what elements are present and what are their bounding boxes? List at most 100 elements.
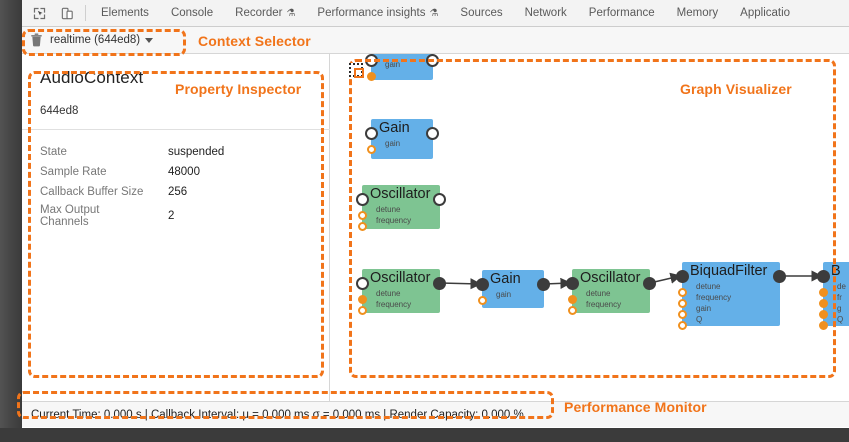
- performance-monitor-text: Current Time: 0.000 s | Callback Interva…: [31, 408, 524, 421]
- node-param-port-detune[interactable]: [358, 211, 367, 220]
- node-param-port-detune[interactable]: [678, 288, 687, 297]
- node-input-port[interactable]: [817, 270, 830, 283]
- device-toolbar-icon[interactable]: [56, 3, 78, 23]
- node-input-port[interactable]: [365, 127, 378, 140]
- node-param-port-g[interactable]: [819, 310, 828, 319]
- node-title: Gain: [371, 54, 433, 59]
- node-output-port[interactable]: [426, 127, 439, 140]
- context-selector-dropdown[interactable]: realtime (644ed8): [50, 34, 154, 46]
- tab-label: Sources: [460, 7, 503, 19]
- node-output-port[interactable]: [773, 270, 786, 283]
- node-title: Gain: [490, 271, 521, 287]
- node-input-port[interactable]: [356, 193, 369, 206]
- annotation-label-context-selector: Context Selector: [198, 33, 311, 49]
- node-param-de: de: [837, 282, 846, 291]
- tab-label: Console: [170, 7, 214, 19]
- node-title: Oscillator: [370, 270, 431, 286]
- tab-performance-insights[interactable]: Performance insights⚗: [306, 0, 449, 26]
- annotation-label-property-inspector: Property Inspector: [175, 81, 302, 97]
- context-selector-value: realtime (644ed8): [50, 34, 141, 46]
- node-param-port-frequency[interactable]: [358, 222, 367, 231]
- divider: [22, 129, 330, 130]
- node-output-port[interactable]: [537, 278, 550, 291]
- property-value: 256: [168, 186, 188, 198]
- tab-memory[interactable]: Memory: [666, 0, 730, 26]
- node-param-port-Q[interactable]: [819, 321, 828, 330]
- node-param-Q: Q: [696, 315, 703, 324]
- tab-label: Applicatio: [740, 7, 791, 19]
- node-param-port-gain[interactable]: [478, 296, 487, 305]
- inspect-element-icon[interactable]: [28, 3, 50, 23]
- node-param-Q: Q: [837, 315, 844, 324]
- context-selector-row: realtime (644ed8): [22, 27, 849, 54]
- property-key: Max Output Channels: [40, 204, 100, 228]
- graph-visualizer-canvas[interactable]: GaingainGaingainOscillatordetunefrequenc…: [330, 54, 849, 401]
- tab-performance[interactable]: Performance: [578, 0, 666, 26]
- node-input-port[interactable]: [476, 278, 489, 291]
- node-param-detune: detune: [696, 282, 721, 291]
- node-param-frequency: frequency: [586, 300, 622, 309]
- context-selector[interactable]: realtime (644ed8): [22, 33, 154, 47]
- node-param-port-detune[interactable]: [568, 295, 577, 304]
- tab-elements[interactable]: Elements: [90, 0, 160, 26]
- node-input-port[interactable]: [676, 270, 689, 283]
- node-output-port[interactable]: [426, 54, 439, 67]
- tab-sources[interactable]: Sources: [449, 0, 513, 26]
- node-output-port[interactable]: [643, 277, 656, 290]
- annotation-label-performance-monitor: Performance Monitor: [564, 399, 707, 415]
- node-param-port-frequency[interactable]: [678, 299, 687, 308]
- toolbar-divider: [85, 5, 86, 21]
- node-input-port[interactable]: [566, 277, 579, 290]
- tab-label: Performance insights: [317, 7, 426, 19]
- node-param-port-gain[interactable]: [367, 72, 376, 81]
- node-title: BiquadFilter: [690, 263, 768, 279]
- bottom-strip: [0, 428, 849, 442]
- tab-application[interactable]: Applicatio: [729, 0, 801, 26]
- node-param-g: g: [837, 304, 842, 313]
- node-param-port-de[interactable]: [819, 288, 828, 297]
- node-param-port-gain[interactable]: [367, 145, 376, 154]
- tab-console[interactable]: Console: [160, 0, 224, 26]
- node-title: Gain: [379, 120, 410, 136]
- graph-node-gain-2[interactable]: Gain gain: [365, 119, 439, 159]
- node-input-port[interactable]: [356, 277, 369, 290]
- node-param-gain: gain: [385, 60, 401, 69]
- node-param-port-frequency[interactable]: [568, 306, 577, 315]
- property-key: State: [40, 146, 67, 158]
- node-param-frequency: frequency: [696, 293, 732, 302]
- trash-icon[interactable]: [30, 33, 43, 47]
- property-value: 2: [168, 210, 175, 222]
- node-param-port-gain[interactable]: [678, 310, 687, 319]
- node-param-port-detune[interactable]: [358, 295, 367, 304]
- property-inspector-panel: AudioContext 644ed8 State suspended Samp…: [22, 54, 330, 401]
- node-param-port-Q[interactable]: [678, 321, 687, 330]
- node-param-fr: fr: [837, 293, 842, 302]
- node-output-port[interactable]: [433, 193, 446, 206]
- node-output-port[interactable]: [433, 277, 446, 290]
- tab-label: Performance: [588, 7, 655, 19]
- table-row: Max Output Channels 2: [40, 202, 224, 230]
- toolbar-icons: [22, 0, 83, 26]
- node-param-port-frequency[interactable]: [358, 306, 367, 315]
- annotation-resize-handle[interactable]: [349, 63, 364, 78]
- tab-recorder[interactable]: Recorder⚗: [224, 0, 306, 26]
- node-param-port-fr[interactable]: [819, 299, 828, 308]
- property-key: Sample Rate: [40, 166, 107, 178]
- experiment-flask-icon: ⚗: [429, 7, 439, 19]
- tab-network[interactable]: Network: [514, 0, 578, 26]
- node-params: gain: [371, 138, 433, 153]
- tab-label: Network: [524, 7, 567, 19]
- property-value: 48000: [168, 166, 200, 178]
- node-input-port[interactable]: [365, 54, 378, 67]
- experiment-flask-icon: ⚗: [286, 7, 296, 19]
